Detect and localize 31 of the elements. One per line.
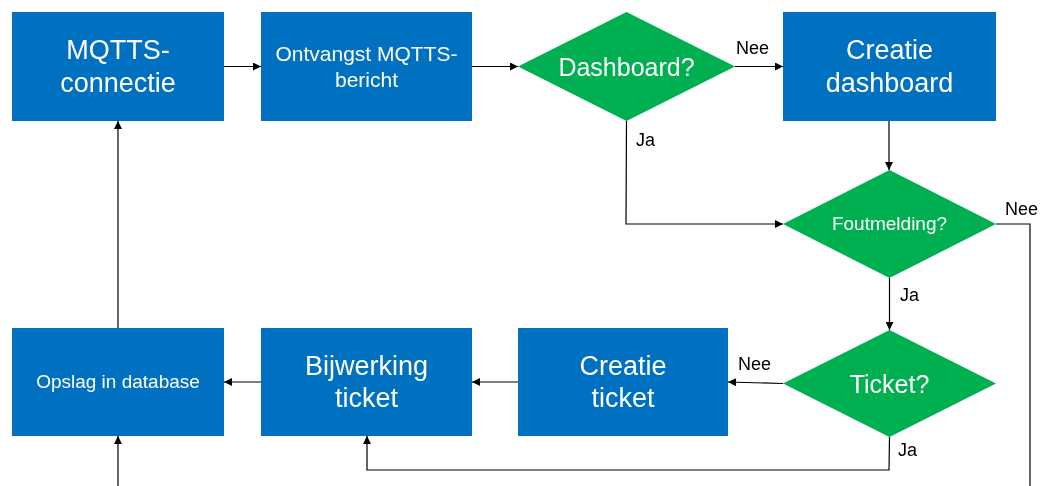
arrow	[363, 435, 891, 471]
arrow	[885, 277, 894, 331]
arrow	[471, 62, 519, 71]
arrow	[471, 378, 519, 386]
arrow	[734, 62, 784, 71]
arrow	[114, 120, 122, 329]
node-label: Creatie ticket	[578, 349, 668, 415]
process-box	[518, 328, 728, 436]
process-box	[12, 12, 224, 121]
arrow	[625, 120, 784, 228]
node-label: Ontvangst MQTTS-bericht	[274, 41, 459, 92]
process-box	[12, 328, 224, 436]
arrow	[885, 120, 893, 171]
arrow	[223, 378, 262, 386]
arrow	[114, 435, 122, 486]
connector-line	[995, 223, 1031, 486]
process-box	[783, 12, 996, 121]
node-label: MQTTS-connectie	[59, 34, 177, 99]
arrow	[223, 62, 262, 71]
node-label: Foutmelding?	[831, 212, 948, 236]
decision-diamond	[783, 330, 996, 437]
decision-diamond	[783, 170, 996, 278]
node-label: Opslag in database	[36, 370, 200, 394]
process-box	[261, 12, 472, 121]
node-label: Bijwerking ticket	[303, 349, 429, 415]
node-label: Dashboard?	[558, 51, 695, 82]
node-label: Ticket?	[849, 368, 930, 399]
arrow	[727, 378, 784, 387]
process-box	[261, 328, 472, 436]
node-label: Creatie dashboard	[824, 34, 955, 99]
decision-diamond	[518, 12, 735, 121]
